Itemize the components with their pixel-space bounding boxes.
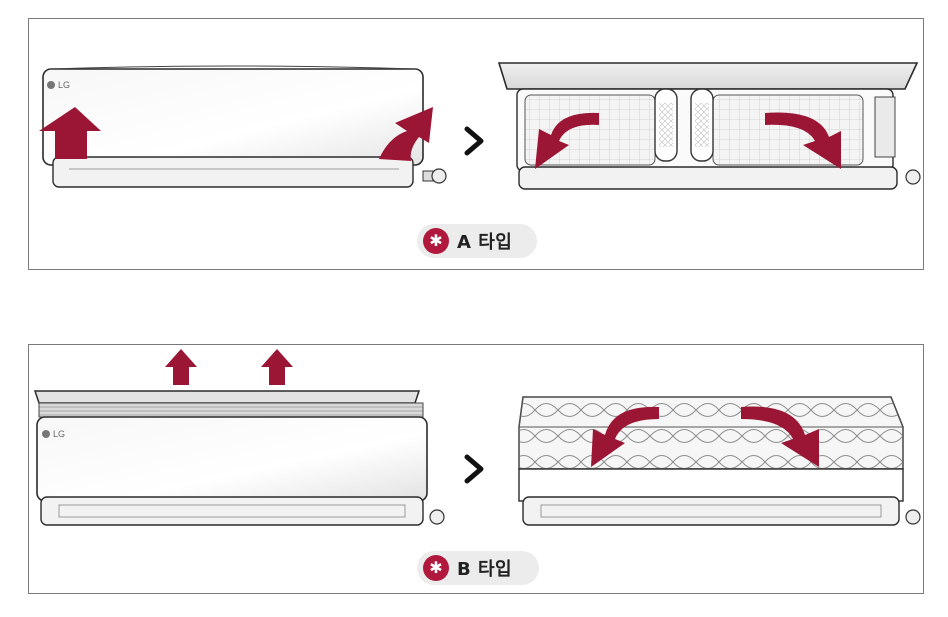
chevron-right-icon [464,126,484,156]
arrow-up-icon [261,349,293,385]
ac-unit-open-b [518,396,921,526]
logo-text: LG [53,429,65,439]
pipe-connector-icon [905,169,921,185]
star-icon: ✱ [423,555,449,581]
pipe-connector-icon [905,509,921,525]
type-b-label: B 타입 [457,559,513,580]
pipe-connector-icon [431,168,447,184]
pipe-connector-icon [429,509,445,525]
lg-logo-icon [42,430,50,438]
type-a-panel: LG ✱ A 타입 [28,18,924,270]
ac-unit-closed-b: LG [33,390,445,526]
curved-arrow-down-left-icon [535,112,599,169]
ac-unit-closed-a: LG [42,65,447,188]
type-a-badge: ✱ A 타입 [417,224,537,258]
arrow-up-left-icon [39,107,101,159]
type-b-panel: LG ✱ B 타입 [28,344,924,594]
curved-arrow-down-left-icon [591,406,659,467]
curved-arrow-down-right-icon [765,112,841,169]
chevron-right-icon [464,454,484,484]
top-cover [33,390,421,404]
arrow-up-icon [165,349,197,385]
curved-arrow-down-right-icon [741,406,819,467]
arrow-up-right-icon [379,107,433,161]
filter-mesh [518,426,904,470]
star-icon: ✱ [423,228,449,254]
type-b-badge: ✱ B 타입 [417,551,539,585]
lg-logo-icon [47,81,55,89]
type-a-illustration: LG [39,62,921,190]
type-b-illustration: LG [33,349,921,526]
logo-text: LG [58,80,70,90]
front-panel-lid [497,62,919,90]
type-a-label: A 타입 [457,232,513,253]
